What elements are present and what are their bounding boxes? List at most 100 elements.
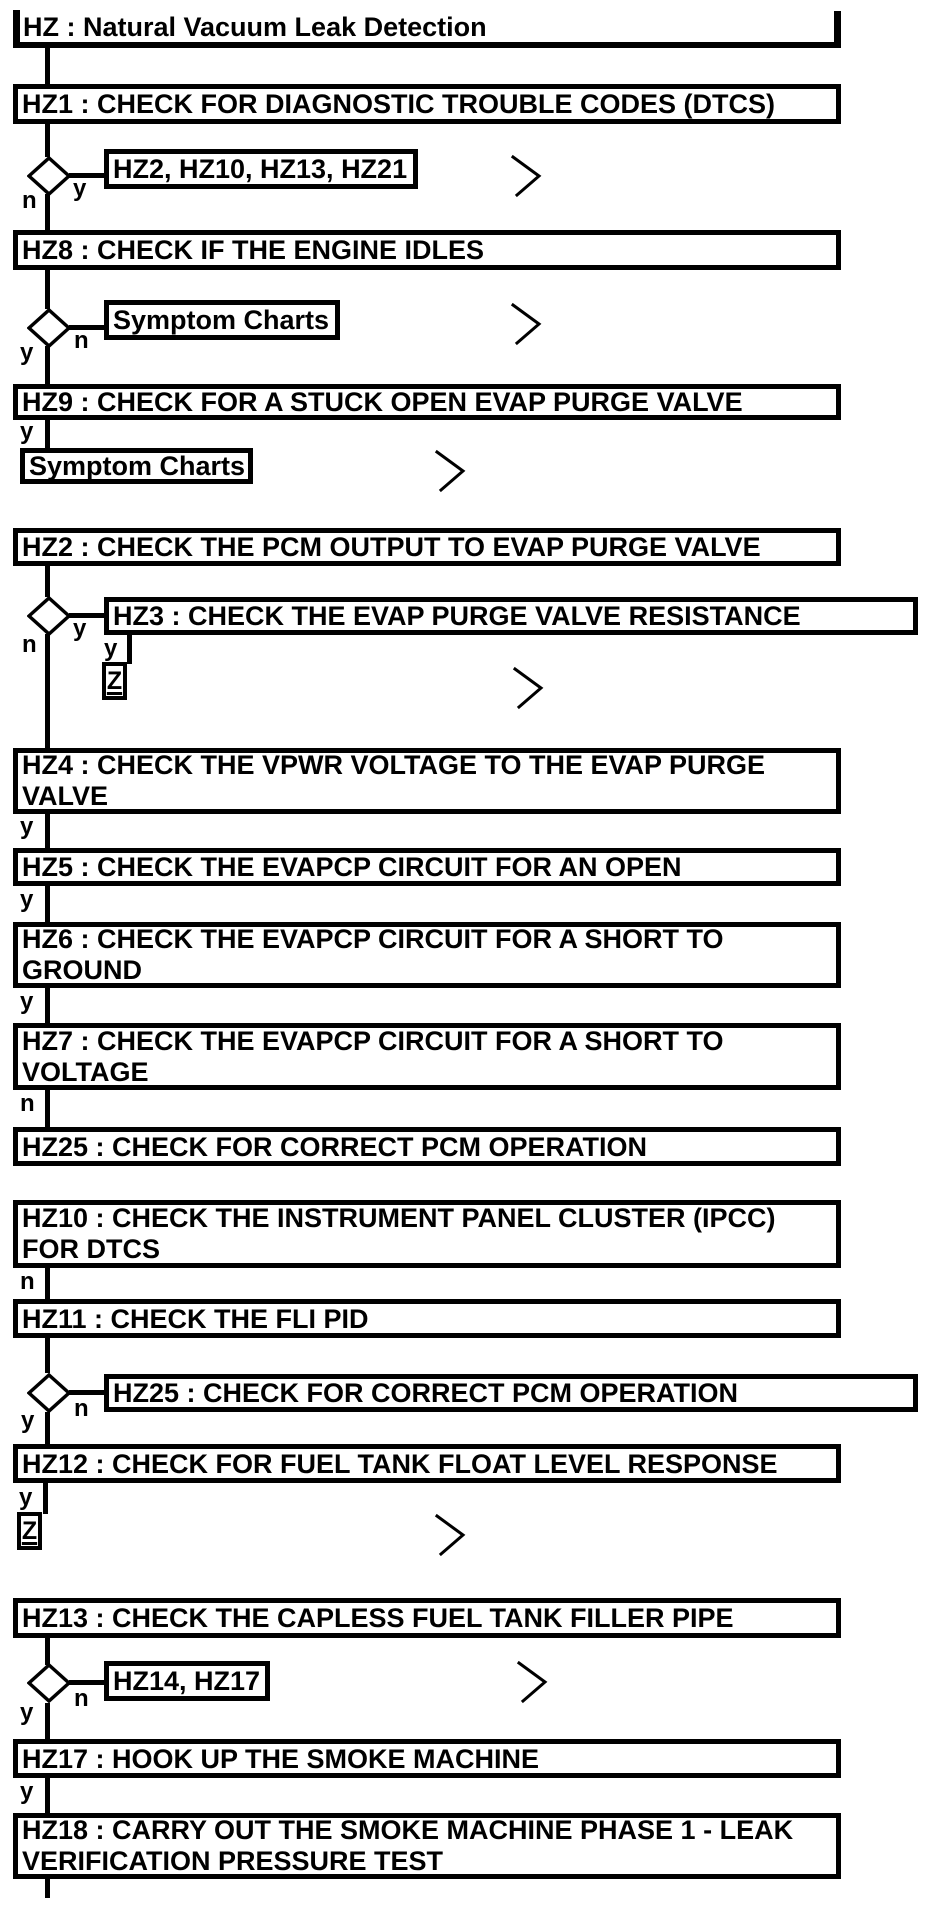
branch-label-yes: y (20, 988, 34, 1015)
connector-line (45, 634, 50, 748)
page-continue-icon (510, 154, 542, 198)
connector-line (45, 1338, 50, 1373)
page-title: HZ : Natural Vacuum Leak Detection (23, 12, 487, 42)
step-hz1[interactable]: HZ1 : CHECK FOR DIAGNOSTIC TROUBLE CODES… (13, 84, 841, 124)
branch-label-no: n (74, 1685, 89, 1712)
off-page-connector-z2-label: Z (21, 1516, 38, 1545)
branch-label-yes: y (19, 1484, 33, 1511)
branch-label-yes: y (20, 1699, 34, 1726)
connector-line (45, 814, 50, 848)
step-hz10[interactable]: HZ10 : CHECK THE INSTRUMENT PANEL CLUSTE… (13, 1200, 841, 1268)
step-hz8[interactable]: HZ8 : CHECK IF THE ENGINE IDLES (13, 230, 841, 270)
step-hz10-label: HZ10 : CHECK THE INSTRUMENT PANEL CLUSTE… (22, 1203, 776, 1264)
reference-hz14-hz17-label: HZ14, HZ17 (113, 1666, 261, 1696)
branch-label-yes: y (21, 1407, 35, 1434)
step-hz7-label: HZ7 : CHECK THE EVAPCP CIRCUIT FOR A SHO… (22, 1025, 724, 1087)
step-hz18[interactable]: HZ18 : CARRY OUT THE SMOKE MACHINE PHASE… (13, 1813, 841, 1879)
branch-label-yes: y (20, 813, 34, 840)
connector-line (45, 1879, 50, 1898)
branch-label-no: n (22, 631, 37, 658)
step-hz6-label: HZ6 : CHECK THE EVAPCP CIRCUIT FOR A SHO… (22, 924, 724, 985)
decision-diamond (27, 308, 71, 348)
branch-label-no: n (74, 1395, 89, 1422)
step-hz9-label: HZ9 : CHECK FOR A STUCK OPEN EVAP PURGE … (22, 387, 743, 417)
connector-line (45, 988, 50, 1023)
connector-line (69, 613, 105, 618)
step-hz9[interactable]: HZ9 : CHECK FOR A STUCK OPEN EVAP PURGE … (13, 384, 841, 420)
step-hz11[interactable]: HZ11 : CHECK THE FLI PID (13, 1299, 841, 1338)
reference-hz14-hz17[interactable]: HZ14, HZ17 (104, 1661, 270, 1701)
decision-diamond (27, 1663, 71, 1703)
connector-line (45, 194, 50, 230)
connector-line (45, 886, 50, 922)
branch-label-yes: y (20, 886, 34, 913)
branch-label-yes: y (20, 1778, 34, 1805)
connector-line (45, 1638, 50, 1665)
step-hz25-first-label: HZ25 : CHECK FOR CORRECT PCM OPERATION (22, 1131, 648, 1162)
step-hz13-label: HZ13 : CHECK THE CAPLESS FUEL TANK FILLE… (22, 1603, 734, 1633)
branch-label-yes: y (20, 418, 34, 445)
reference-dtc-list[interactable]: HZ2, HZ10, HZ13, HZ21 (104, 149, 418, 189)
reference-symptom-charts-1-label: Symptom Charts (113, 305, 330, 335)
step-hz3-label: HZ3 : CHECK THE EVAP PURGE VALVE RESISTA… (113, 601, 801, 631)
connector-line (45, 270, 50, 309)
branch-label-no: n (20, 1268, 35, 1295)
branch-label-no: n (74, 327, 89, 354)
connector-line (69, 1390, 105, 1395)
step-hz6[interactable]: HZ6 : CHECK THE EVAPCP CIRCUIT FOR A SHO… (13, 922, 841, 988)
off-page-connector-z2[interactable]: Z (17, 1512, 42, 1550)
page-continue-icon (434, 1513, 466, 1557)
branch-label-yes: y (104, 635, 118, 662)
branch-label-no: n (22, 187, 37, 214)
step-hz1-label: HZ1 : CHECK FOR DIAGNOSTIC TROUBLE CODES… (22, 89, 775, 119)
branch-label-yes: y (73, 615, 87, 642)
connector-line (45, 566, 50, 597)
step-hz17[interactable]: HZ17 : HOOK UP THE SMOKE MACHINE (13, 1739, 841, 1778)
step-hz2-label: HZ2 : CHECK THE PCM OUTPUT TO EVAP PURGE… (22, 532, 761, 562)
step-hz18-label: HZ18 : CARRY OUT THE SMOKE MACHINE PHASE… (22, 1815, 794, 1876)
step-hz11-label: HZ11 : CHECK THE FLI PID (22, 1303, 369, 1334)
step-hz2[interactable]: HZ2 : CHECK THE PCM OUTPUT TO EVAP PURGE… (13, 528, 841, 566)
connector-line (45, 1412, 50, 1444)
connector-line (69, 325, 105, 330)
reference-symptom-charts-2[interactable]: Symptom Charts (20, 448, 253, 484)
step-hz7[interactable]: HZ7 : CHECK THE EVAPCP CIRCUIT FOR A SHO… (13, 1023, 841, 1090)
step-hz5[interactable]: HZ5 : CHECK THE EVAPCP CIRCUIT FOR AN OP… (13, 848, 841, 886)
step-hz25-first[interactable]: HZ25 : CHECK FOR CORRECT PCM OPERATION (13, 1127, 841, 1166)
page-continue-icon (510, 302, 542, 346)
off-page-connector-z1-label: Z (106, 666, 123, 695)
connector-line (43, 1483, 48, 1514)
branch-label-yes: y (73, 175, 87, 202)
connector-line (45, 1778, 50, 1813)
connector-line (45, 124, 50, 157)
connector-line (45, 48, 50, 89)
decision-diamond (27, 596, 71, 636)
step-hz13[interactable]: HZ13 : CHECK THE CAPLESS FUEL TANK FILLE… (13, 1598, 841, 1638)
connector-line (69, 1680, 105, 1685)
step-hz12[interactable]: HZ12 : CHECK FOR FUEL TANK FLOAT LEVEL R… (13, 1444, 841, 1483)
connector-line (45, 346, 50, 384)
title-right-bar (834, 11, 841, 48)
connector-line (45, 1703, 50, 1739)
step-hz25-second-label: HZ25 : CHECK FOR CORRECT PCM OPERATION (113, 1378, 739, 1408)
reference-symptom-charts-1[interactable]: Symptom Charts (104, 300, 340, 340)
reference-dtc-list-label: HZ2, HZ10, HZ13, HZ21 (113, 154, 408, 184)
connector-line (69, 173, 105, 178)
step-hz12-label: HZ12 : CHECK FOR FUEL TANK FLOAT LEVEL R… (22, 1448, 778, 1479)
page-continue-icon (512, 666, 544, 710)
title-left-bar (13, 10, 20, 48)
step-hz25-second[interactable]: HZ25 : CHECK FOR CORRECT PCM OPERATION (104, 1374, 918, 1412)
step-hz17-label: HZ17 : HOOK UP THE SMOKE MACHINE (22, 1743, 540, 1774)
step-hz4[interactable]: HZ4 : CHECK THE VPWR VOLTAGE TO THE EVAP… (13, 748, 841, 814)
step-hz5-label: HZ5 : CHECK THE EVAPCP CIRCUIT FOR AN OP… (22, 852, 682, 882)
off-page-connector-z1[interactable]: Z (102, 662, 127, 700)
page-continue-icon (516, 1660, 548, 1704)
reference-symptom-charts-2-label: Symptom Charts (29, 451, 246, 481)
branch-label-no: n (20, 1090, 35, 1117)
page-continue-icon (434, 449, 466, 493)
step-hz4-label: HZ4 : CHECK THE VPWR VOLTAGE TO THE EVAP… (22, 750, 766, 811)
connector-line (45, 1268, 50, 1299)
step-hz3[interactable]: HZ3 : CHECK THE EVAP PURGE VALVE RESISTA… (104, 597, 918, 635)
title-underline (13, 42, 841, 48)
